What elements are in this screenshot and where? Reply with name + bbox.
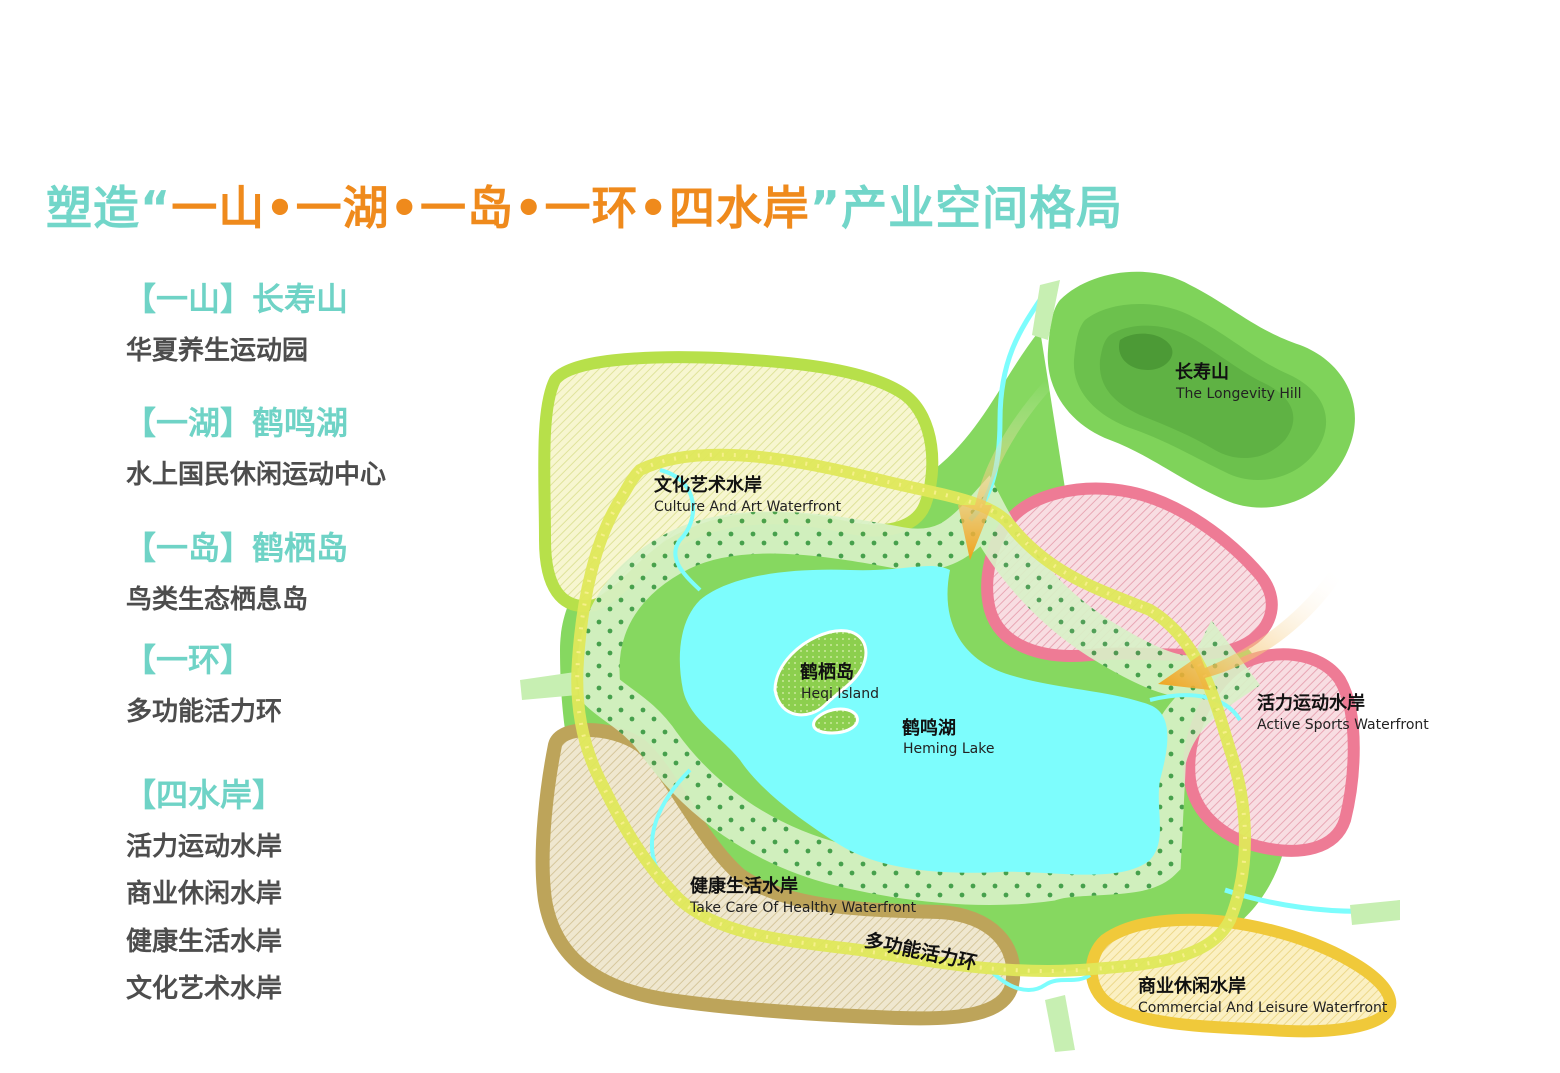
title-part-3: ”产业空间格局 bbox=[809, 181, 1124, 235]
tree-band bbox=[577, 475, 1261, 906]
legend-mountain-heading: 【一山】长寿山 bbox=[124, 280, 349, 318]
heqi-island-label-en: Heqi Island bbox=[801, 686, 879, 702]
legend-shore-item: 健康生活水岸 bbox=[126, 927, 283, 957]
legend-shore-item: 文化艺术水岸 bbox=[126, 974, 283, 1004]
longevity-hill bbox=[1047, 271, 1355, 508]
culture-waterfront-label-en: Culture And Art Waterfront bbox=[654, 499, 842, 515]
legend-shore-item: 活力运动水岸 bbox=[126, 832, 283, 862]
commercial-leisure-label-en: Commercial And Leisure Waterfront bbox=[1138, 1000, 1388, 1016]
flow-arrow-north bbox=[958, 380, 1050, 560]
heming-lake-label: 鹤鸣湖 bbox=[902, 717, 956, 739]
legend-ring-heading: 【一环】 bbox=[124, 641, 253, 679]
longevity-hill-label: 长寿山 bbox=[1175, 361, 1229, 383]
legend-lake-item: 水上国民休闲运动中心 bbox=[126, 460, 387, 490]
page-title: 塑造“一山•一湖•一岛•一环•四水岸”产业空间格局 bbox=[46, 172, 1123, 238]
commercial-leisure-label: 商业休闲水岸 bbox=[1138, 975, 1246, 997]
stream-stub bbox=[1045, 995, 1075, 1052]
legend-mountain-item: 华夏养生运动园 bbox=[126, 336, 309, 366]
river-line bbox=[988, 968, 1092, 992]
heming-lake bbox=[679, 565, 1168, 875]
legend-island-item: 鸟类生态栖息岛 bbox=[126, 585, 309, 615]
heqi-island-label: 鹤栖岛 bbox=[800, 661, 854, 683]
flow-arrow-east bbox=[1158, 570, 1340, 690]
heqi-island-small bbox=[812, 707, 859, 735]
legend-island-heading: 【一岛】鹤栖岛 bbox=[124, 529, 349, 567]
heming-lake-label-en: Heming Lake bbox=[903, 741, 994, 757]
heqi-island-main bbox=[773, 629, 868, 717]
healthy-waterfront-label: 健康生活水岸 bbox=[690, 875, 798, 897]
active-sports-label: 活力运动水岸 bbox=[1257, 692, 1365, 714]
longevity-hill-label-en: The Longevity Hill bbox=[1175, 386, 1302, 402]
river-line bbox=[659, 468, 702, 592]
stream-stub bbox=[1350, 900, 1400, 925]
multifunction-ring-dots bbox=[575, 452, 1247, 973]
title-part-2: 一山•一湖•一岛•一环•四水岸 bbox=[171, 181, 810, 235]
culture-waterfront-label: 文化艺术水岸 bbox=[654, 474, 762, 496]
stream-stub bbox=[1032, 280, 1060, 340]
legend-lake-heading: 【一湖】鹤鸣湖 bbox=[124, 404, 349, 442]
active-sports-label-en: Active Sports Waterfront bbox=[1257, 717, 1429, 733]
legend-ring-item: 多功能活力环 bbox=[126, 697, 283, 727]
healthy-waterfront-label-en: Take Care Of Healthy Waterfront bbox=[689, 900, 917, 916]
legend-shores-heading: 【四水岸】 bbox=[124, 776, 285, 814]
legend-shore-item: 商业休闲水岸 bbox=[126, 879, 283, 909]
title-part-1: 塑造“ bbox=[46, 181, 172, 235]
river-line bbox=[1149, 693, 1242, 722]
stream-stub bbox=[520, 672, 578, 700]
